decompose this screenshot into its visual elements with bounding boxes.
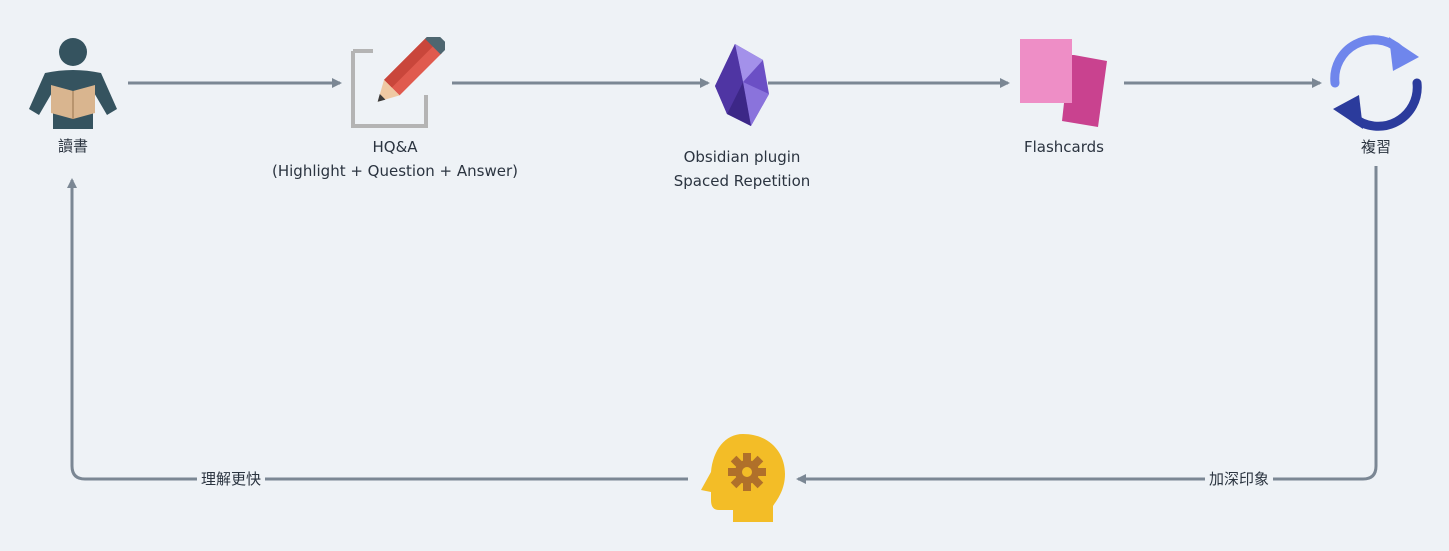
node-mind	[697, 432, 789, 528]
reader-icon	[29, 38, 117, 129]
node-reading-label: 讀書	[57, 137, 89, 155]
node-hqa-label: HQ&A (Highlight + Question + Answer)	[272, 138, 518, 180]
node-reading	[27, 37, 119, 133]
node-hqa	[349, 30, 450, 133]
obsidian-crystal-icon	[715, 44, 769, 126]
edge-label-faster: 理解更快	[196, 469, 266, 489]
node-flashcards-label: Flashcards	[1024, 138, 1104, 156]
node-review-label: 複習	[1360, 138, 1392, 156]
pencil-note-icon	[351, 30, 450, 128]
arrow-mind-to-reading	[67, 178, 688, 481]
node-review	[1327, 35, 1425, 135]
arrow-review-to-mind	[796, 166, 1378, 484]
edge-label-deepen: 加深印象	[1204, 469, 1274, 489]
cards-icon	[1020, 39, 1107, 127]
node-flashcards	[1018, 37, 1110, 133]
node-obsidian	[713, 42, 771, 132]
node-obsidian-label: Obsidian plugin Spaced Repetition	[673, 148, 811, 190]
brain-gear-icon	[701, 434, 785, 522]
refresh-cycle-icon	[1330, 35, 1422, 131]
